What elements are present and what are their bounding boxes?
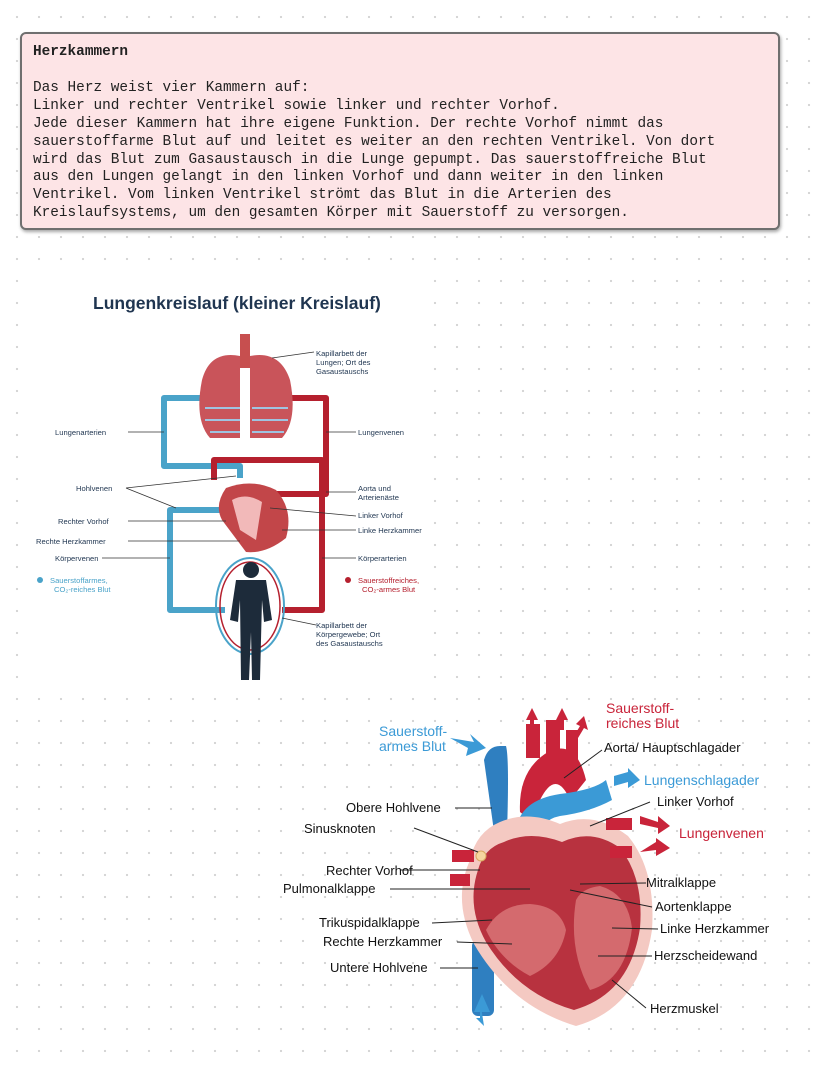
label-obere-hohlvene: Obere Hohlvene	[346, 800, 441, 815]
label-rechter-vorhof: Rechter Vorhof	[58, 517, 110, 526]
label-linker-vorhof: Linker Vorhof	[657, 794, 734, 809]
legend-rich: Sauerstoffreiches,CO₂-armes Blut	[358, 576, 419, 594]
label-lungenarterien: Lungenarterien	[55, 428, 106, 437]
note-line: Linker und rechter Ventrikel sowie linke…	[33, 97, 560, 114]
label-aortenklappe: Aortenklappe	[655, 899, 732, 914]
note-line: Kreislaufsystems, um den gesamten Körper…	[33, 205, 629, 222]
label-untere-hohlvene: Untere Hohlvene	[330, 960, 428, 975]
label-lungenvenen: Lungenvenen	[358, 428, 404, 437]
label-aorta: Aorta/ Hauptschlagader	[604, 740, 741, 755]
label-lungenvenen: Lungenvenen	[679, 825, 764, 841]
label-pulmonalklappe: Pulmonalklappe	[283, 881, 376, 896]
note-line: Jede dieser Kammern hat ihre eigene Funk…	[33, 115, 664, 132]
label-linker-vorhof: Linker Vorhof	[358, 511, 404, 520]
circulation-title: Lungenkreislauf (kleiner Kreislauf)	[93, 293, 381, 313]
arrow-icon	[450, 708, 670, 1026]
note-line: Ventrikel. Vom linken Ventrikel strömt d…	[33, 187, 612, 204]
label-koerperarterien: Körperarterien	[358, 554, 407, 563]
note-card: Herzkammern Das Herz weist vier Kammern …	[20, 32, 780, 230]
label-sauerstoffreich: Sauerstoff-reiches Blut	[606, 700, 679, 731]
label-rechter-vorhof: Rechter Vorhof	[326, 863, 413, 878]
label-mitralklappe: Mitralklappe	[646, 875, 716, 890]
legend-poor: Sauerstoffarmes,CO₂-reiches Blut	[50, 576, 111, 594]
label-sinusknoten: Sinusknoten	[304, 821, 376, 836]
label-rechte-herzkammer: Rechte Herzkammer	[323, 934, 443, 949]
note-line: sauerstoffarme Blut auf und leitet es we…	[33, 133, 716, 150]
body-icon	[215, 557, 285, 680]
label-hohlvenen: Hohlvenen	[76, 484, 112, 493]
heart-icon	[218, 483, 289, 553]
label-herzscheidewand: Herzscheidewand	[654, 948, 757, 963]
heart-anatomy-diagram	[450, 720, 653, 1026]
label-sauerstoffarm: Sauerstoff-armes Blut	[379, 723, 448, 754]
label-trikuspidalklappe: Trikuspidalklappe	[319, 915, 420, 930]
label-linke-herzkammer: Linke Herzkammer	[660, 921, 770, 936]
note-line: aus den Lungen gelangt in den linken Vor…	[33, 169, 664, 186]
label-herzmuskel: Herzmuskel	[650, 1001, 719, 1016]
label-koerpervenen: Körpervenen	[55, 554, 98, 563]
note-line: wird das Blut zum Gasaustausch in die Lu…	[33, 151, 707, 168]
note-title: Herzkammern	[33, 44, 128, 60]
note-line: Das Herz weist vier Kammern auf:	[33, 79, 310, 96]
label-rechte-herzkammer: Rechte Herzkammer	[36, 537, 106, 546]
label-lungenschlagader: Lungenschlagader	[644, 772, 760, 788]
label-linke-herzkammer: Linke Herzkammer	[358, 526, 422, 535]
lungs-icon	[199, 334, 293, 438]
